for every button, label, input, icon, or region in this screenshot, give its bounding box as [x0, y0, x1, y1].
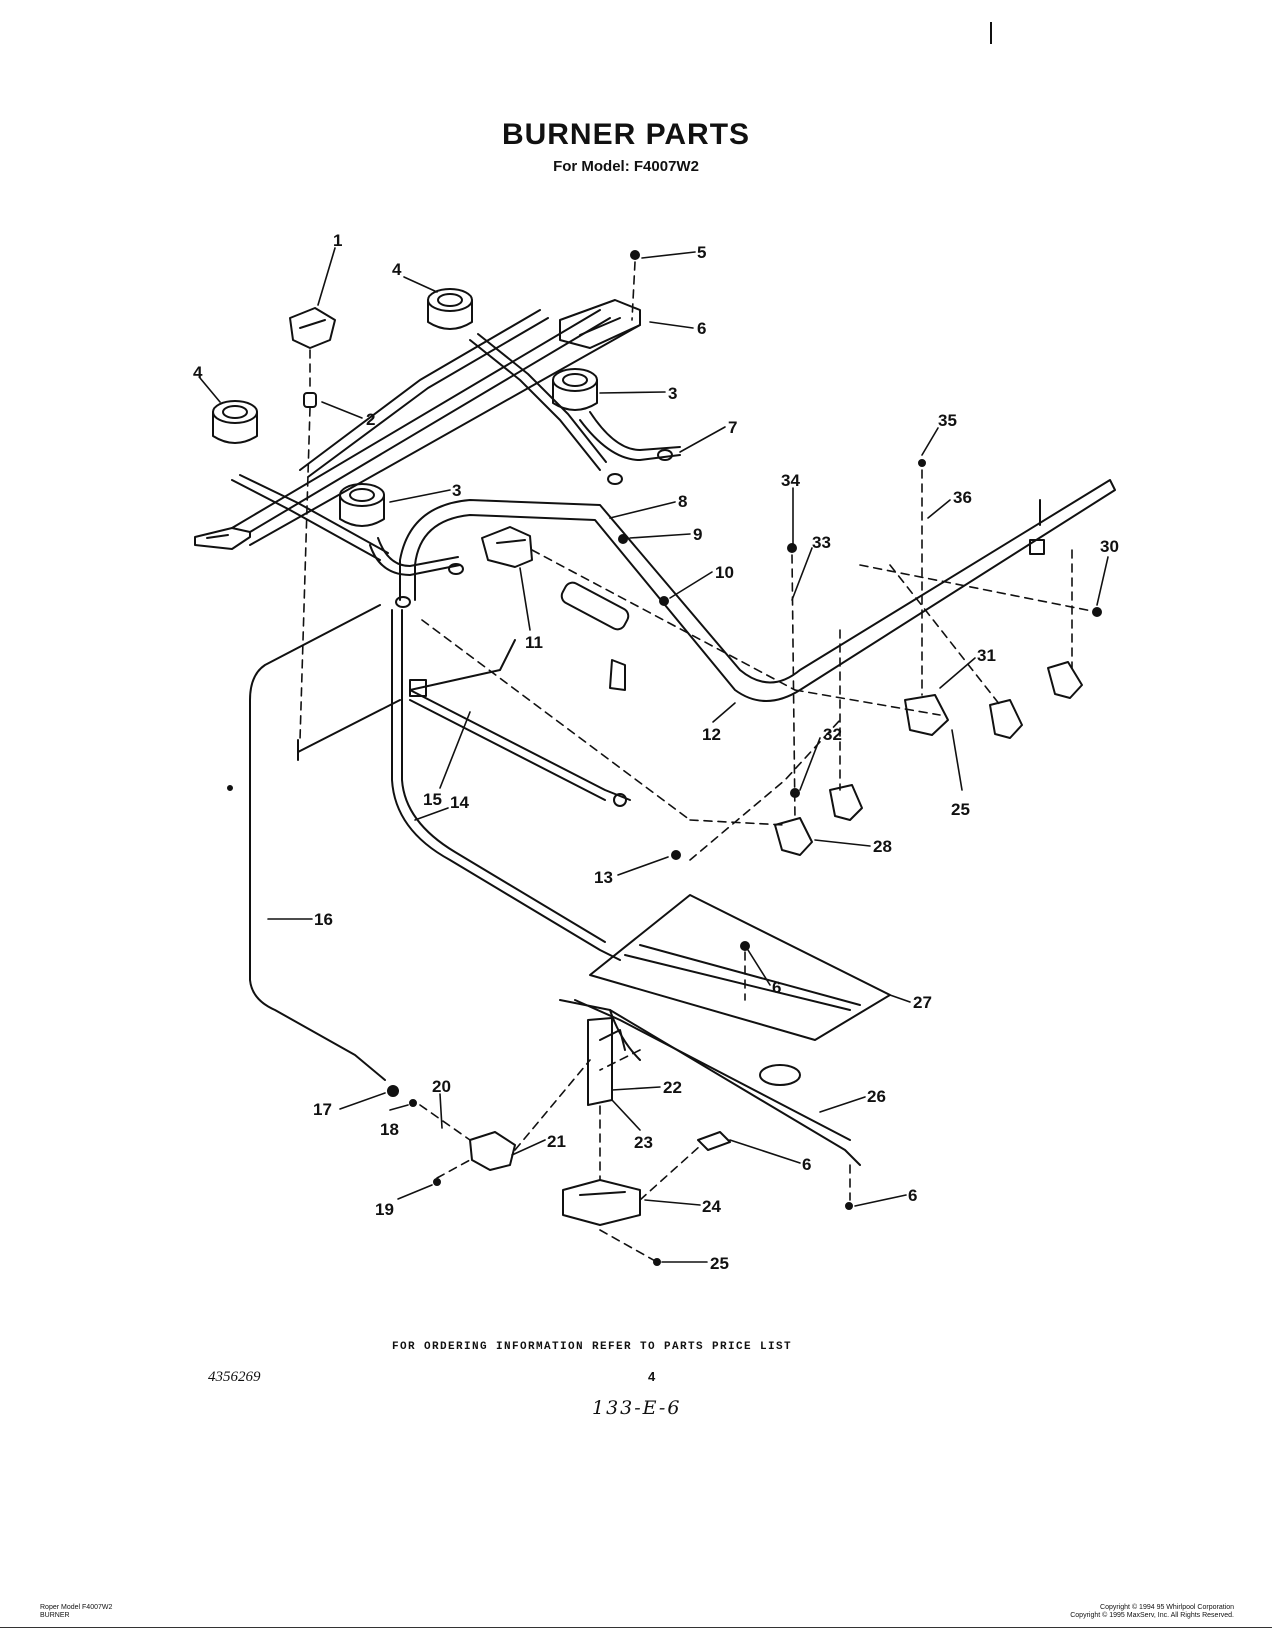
callout-label-36: 36 [953, 488, 972, 507]
footer-section-line: BURNER [40, 1612, 70, 1619]
oven-burner-baffle-27 [589, 894, 891, 1041]
callout-label-23: 23 [634, 1133, 653, 1152]
oven-valve-bracket-23 [587, 1017, 626, 1106]
bracket-part-9 [609, 659, 626, 691]
regulator-part-10 [560, 581, 630, 631]
callout-label-26: 26 [867, 1087, 886, 1106]
callout-label-7: 7 [728, 418, 737, 437]
handwritten-note: 133-E-6 [592, 1397, 682, 1419]
copyright-line-2: Copyright © 1995 MaxServ, Inc. All Right… [1070, 1612, 1234, 1619]
callout-label-35: 35 [938, 411, 957, 430]
model-subtitle: For Model: F4007W2 [553, 158, 699, 175]
callout-label-25: 25 [710, 1254, 729, 1273]
callout-label-4: 4 [193, 363, 203, 382]
main-valve-part-11 [481, 526, 533, 568]
page-number: 4 [648, 1369, 656, 1384]
ignitor-tube-15 [409, 639, 631, 807]
callout-label-3: 3 [668, 384, 677, 403]
footer-model-line: Roper Model F4007W2 [40, 1604, 113, 1611]
callout-label-14: 14 [450, 793, 469, 812]
callout-label-9: 9 [693, 525, 702, 544]
callout-label-25: 25 [951, 800, 970, 819]
ordering-note: FOR ORDERING INFORMATION REFER TO PARTS … [392, 1341, 793, 1353]
callout-label-22: 22 [663, 1078, 682, 1097]
callout-label-5: 5 [697, 243, 706, 262]
fasteners [227, 250, 1102, 1266]
callout-label-4: 4 [392, 260, 402, 279]
copyright-line-1: Copyright © 1994 95 Whirlpool Corporatio… [1100, 1604, 1234, 1611]
callout-label-8: 8 [678, 492, 687, 511]
callout-label-31: 31 [977, 646, 996, 665]
callout-label-30: 30 [1100, 537, 1119, 556]
callout-label-12: 12 [702, 725, 721, 744]
explode-guide-lines [299, 261, 1098, 1263]
callout-labels: 1 2 3 3 4 4 5 6 6 6 6 7 8 9 10 11 12 13 … [193, 231, 1119, 1273]
pilot-tube-16 [249, 604, 401, 1081]
callout-label-6: 6 [802, 1155, 811, 1174]
callout-label-19: 19 [375, 1200, 394, 1219]
burner-tubes [231, 309, 681, 576]
document-number: 4356269 [208, 1369, 261, 1385]
gas-manifold [399, 479, 1116, 702]
callout-label-11: 11 [525, 633, 543, 652]
bottom-rule [0, 1627, 1272, 1628]
footer-model-info: Roper Model F4007W2 BURNER [40, 1604, 112, 1620]
page-title: BURNER PARTS [501, 118, 751, 151]
callout-label-28: 28 [873, 837, 892, 856]
oven-supply-tube-14 [391, 609, 621, 961]
burner-valves [774, 661, 1083, 856]
burner-box-frame [194, 299, 641, 550]
callout-label-20: 20 [432, 1077, 451, 1096]
orifice-hoods [395, 449, 673, 608]
callout-label-2: 2 [366, 410, 375, 429]
callout-label-27: 27 [913, 993, 932, 1012]
callout-label-6: 6 [697, 319, 706, 338]
callout-label-32: 32 [823, 725, 842, 744]
callout-label-24: 24 [702, 1197, 721, 1216]
callout-label-16: 16 [314, 910, 333, 929]
callout-label-6: 6 [908, 1186, 917, 1205]
callout-label-6: 6 [772, 978, 781, 997]
oven-thermostat-24 [562, 1179, 641, 1226]
footer-copyright: Copyright © 1994 95 Whirlpool Corporatio… [1070, 1604, 1234, 1620]
oven-burner-tube-26 [559, 999, 861, 1166]
fitting-part-2 [303, 392, 317, 408]
callout-leaders [199, 247, 1109, 1263]
orifice-fitting-8 [697, 1131, 731, 1151]
callout-label-34: 34 [781, 471, 800, 490]
pilot-assembly-21 [469, 1131, 516, 1171]
callout-label-15: 15 [423, 790, 442, 809]
callout-label-18: 18 [380, 1120, 399, 1139]
callout-label-17: 17 [313, 1100, 332, 1119]
callout-label-33: 33 [812, 533, 831, 552]
callout-label-3: 3 [452, 481, 461, 500]
callout-label-13: 13 [594, 868, 613, 887]
callout-label-10: 10 [715, 563, 734, 582]
callout-label-21: 21 [547, 1132, 566, 1151]
top-registration-mark [990, 22, 992, 44]
burner-heads [212, 288, 598, 527]
clip-part-1 [289, 307, 336, 349]
callout-label-1: 1 [333, 231, 342, 250]
